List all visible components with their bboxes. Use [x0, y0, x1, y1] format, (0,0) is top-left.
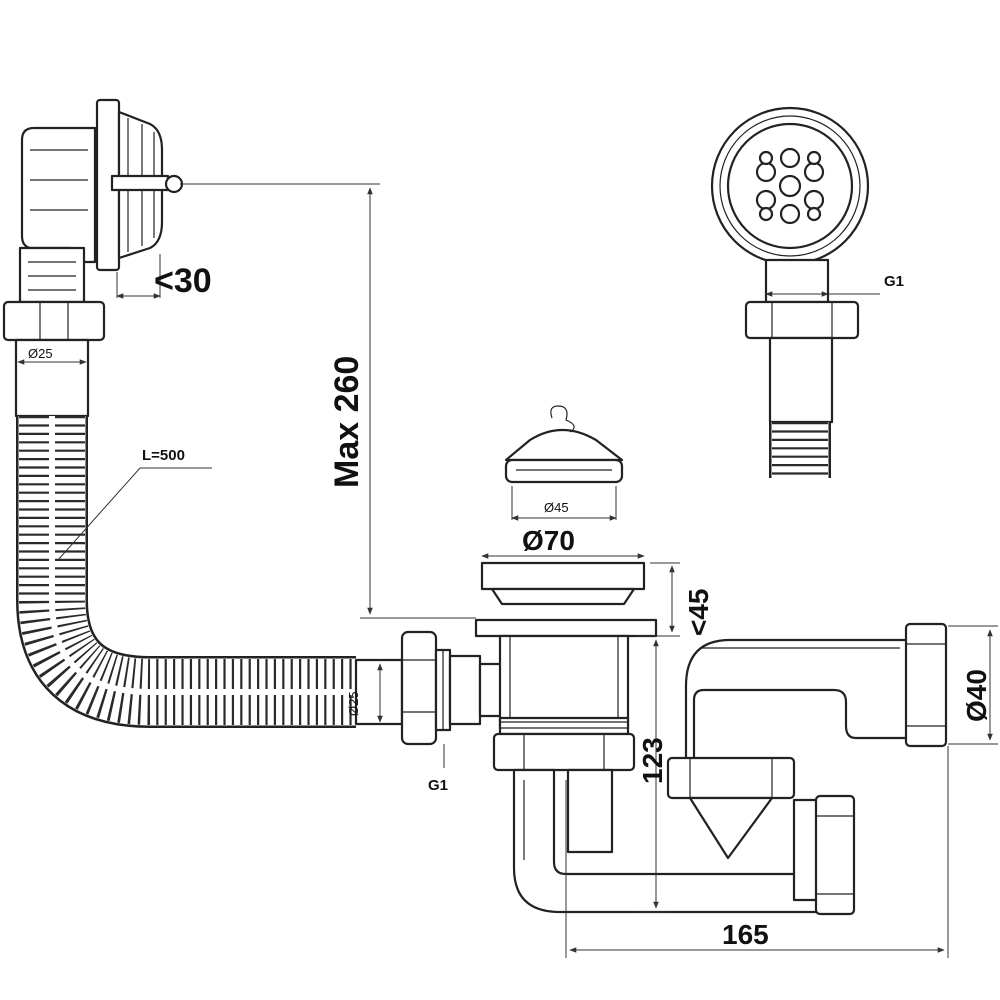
drain-flange: [474, 561, 658, 638]
label-max-height: Max 260: [328, 356, 366, 488]
dimension-lines: [17, 183, 998, 958]
label-hose-dia-end: Ø25: [346, 691, 361, 716]
outlet-arm: [684, 638, 910, 762]
label-trap-height: 123: [637, 737, 668, 784]
drain-plug: [504, 405, 624, 484]
label-plug-dia: Ø45: [544, 500, 569, 515]
label-thread-hose: G1: [428, 777, 448, 794]
label-flange-dia: Ø70: [522, 525, 575, 556]
trap-nut: [492, 732, 636, 772]
label-thread-overflow: G1: [884, 273, 904, 290]
hose-end-fitting: [354, 658, 404, 726]
label-outlet-dia: Ø40: [961, 669, 992, 722]
overflow-tail: [14, 338, 90, 418]
trap-cleanout: [666, 756, 796, 860]
outlet-nut: [904, 622, 948, 748]
label-hose-length: L=500: [142, 447, 185, 464]
overflow-nut: [2, 300, 106, 342]
label-trap-width: 165: [722, 919, 769, 950]
label-hose-dia-top: Ø25: [28, 346, 53, 361]
overflow-head: [18, 98, 184, 304]
label-flange-depth: <45: [683, 589, 714, 637]
secondary-outlet: [792, 794, 856, 916]
hose-union-nut: [400, 630, 512, 746]
siphon-trap: [512, 768, 824, 914]
overflow-grate-view: [710, 106, 870, 478]
corrugated-hose: [16, 416, 356, 728]
drain-body: [498, 634, 630, 736]
label-overflow-depth: <30: [154, 262, 212, 300]
